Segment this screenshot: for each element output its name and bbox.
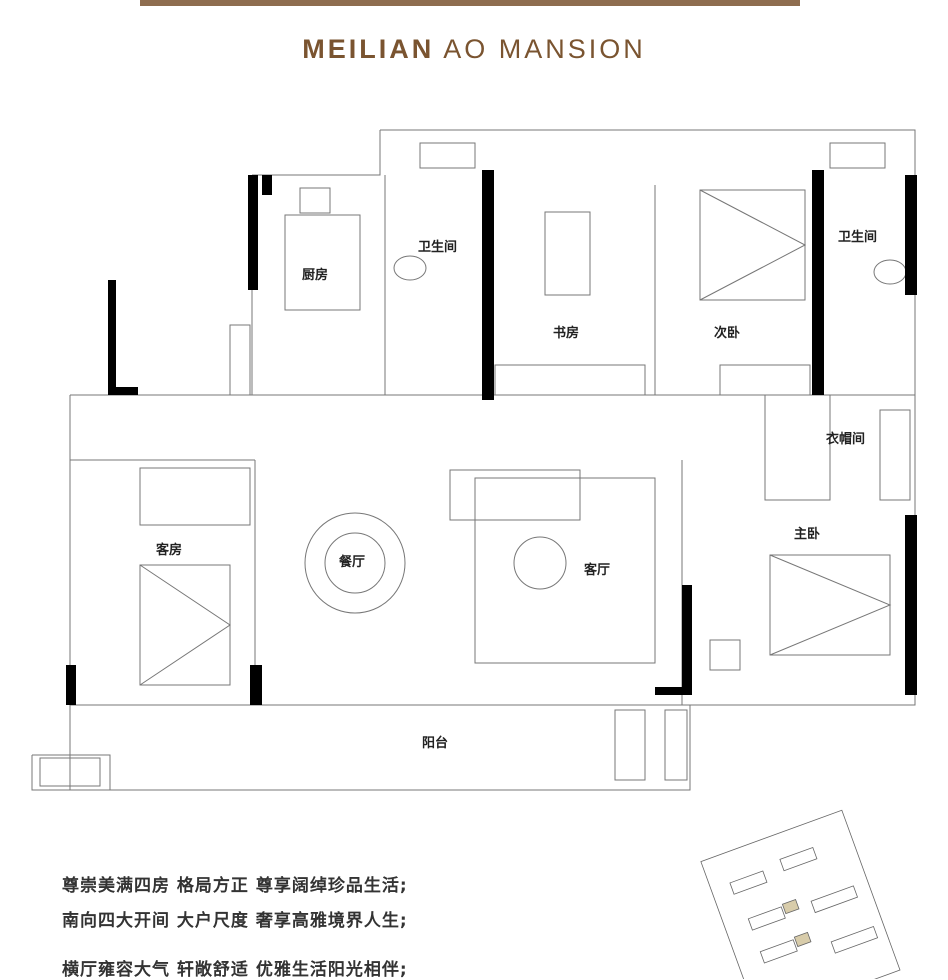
walls [66, 170, 917, 705]
thin-lines [31, 129, 916, 791]
room-labels: 厨房 卫生间 书房 次卧 卫生间 衣帽间 客房 餐厅 客厅 主卧 阳台 [156, 229, 877, 751]
description-line-1: 尊崇美满四房 格局方正 尊享阔绰珍品生活; [62, 876, 408, 896]
label-kitchen: 厨房 [302, 267, 328, 283]
label-bathroom-1: 卫生间 [418, 239, 457, 255]
description-line-3: 横厅雍容大气 轩敞舒适 优雅生活阳光相伴; [62, 960, 408, 980]
title-cutoff [140, 0, 800, 6]
description-line-2: 南向四大开间 大户尺度 奢享高雅境界人生; [62, 911, 408, 931]
brand-title: MEILIAN AO MANSION [0, 34, 948, 65]
label-master-bedroom: 主卧 [794, 526, 820, 542]
label-balcony: 阳台 [422, 735, 448, 751]
label-second-bedroom: 次卧 [714, 325, 740, 341]
brand-rest: AO MANSION [443, 34, 646, 64]
label-cloakroom: 衣帽间 [826, 431, 865, 447]
label-dining: 餐厅 [338, 554, 365, 570]
label-bathroom-2: 卫生间 [838, 229, 877, 245]
label-guest-room: 客房 [156, 542, 182, 558]
label-study: 书房 [553, 325, 579, 341]
site-map [700, 809, 901, 979]
brand-bold: MEILIAN [302, 34, 435, 64]
label-living: 客厅 [584, 562, 610, 578]
